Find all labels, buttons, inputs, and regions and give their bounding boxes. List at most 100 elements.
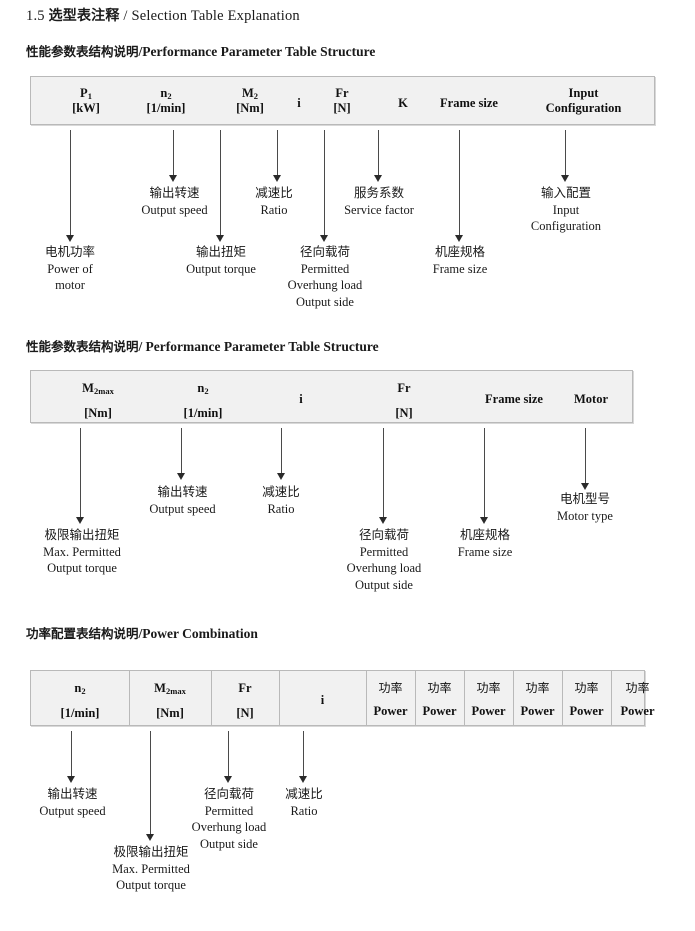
table1-col-fr-unit: [N]: [333, 100, 351, 115]
section-1-heading-cn: 性能参数表结构说明: [26, 44, 139, 59]
table1-col-n2: n2 [1/min]: [121, 87, 211, 114]
annotation-service-factor-cn: 服务系数: [353, 185, 404, 200]
annotation-motor-type-en: Motor type: [557, 508, 613, 523]
annotation-output-speed-1-en: Output speed: [141, 202, 208, 217]
annotation-ratio-3: 减速比 Ratio: [268, 786, 340, 819]
page-title: 1.5 选型表注释 / Selection Table Explanation: [26, 5, 300, 25]
annotation-overhung-load-2-cn: 径向载荷: [358, 527, 409, 542]
power-combination-table: n2 [1/min] M2max [Nm] Fr [N] i 功率 Power …: [30, 670, 655, 726]
annotation-overhung-load-2-en-2: Overhung load: [346, 561, 422, 575]
arrow-to-overhung-load: [320, 130, 329, 242]
annotation-power-of-motor-en-1: Power of: [47, 261, 93, 276]
table3-col-n2: n2 [1/min]: [31, 682, 129, 719]
annotation-max-permitted-output-torque-3: 极限输出扭矩 Max. Permitted Output torque: [92, 844, 210, 894]
annotation-ratio-1: 减速比 Ratio: [238, 185, 310, 218]
table1-col-input-config: Input Configuration: [521, 87, 646, 114]
annotation-power-of-motor: 电机功率 Power of motor: [20, 244, 120, 294]
annotation-overhung-load-2-en-3: Output side: [355, 577, 413, 592]
annotation-power-of-motor-en-2: motor: [55, 278, 85, 292]
arrow-to-overhung-load-2: [379, 428, 388, 524]
annotation-output-speed-2: 输出转速 Output speed: [126, 484, 239, 517]
arrow-to-max-permitted-output-torque-2: [76, 428, 85, 524]
table3-divider-7: [513, 671, 514, 725]
table1-col-m2-unit: [Nm]: [236, 100, 264, 115]
arrow-to-service-factor: [374, 130, 383, 182]
table3-col-n2-unit: [1/min]: [60, 705, 100, 720]
annotation-overhung-load-2-en-1: Permitted: [359, 544, 409, 559]
annotation-output-speed-2-cn: 输出转速: [157, 484, 208, 499]
annotation-max-permitted-output-torque-2-en-2: Output torque: [47, 561, 117, 575]
annotation-ratio-2: 减速比 Ratio: [245, 484, 317, 517]
arrow-to-frame-size-2: [480, 428, 489, 524]
annotation-output-speed-2-en: Output speed: [149, 501, 216, 516]
page-title-cn: 选型表注释: [48, 8, 120, 24]
annotation-max-permitted-output-torque-2-cn: 极限输出扭矩: [44, 527, 120, 542]
table1-col-frame-size: Frame size: [409, 97, 529, 112]
section-1-heading: 性能参数表结构说明/Performance Parameter Table St…: [26, 41, 375, 60]
table3-col-m2max: M2max [Nm]: [129, 682, 211, 719]
annotation-max-permitted-output-torque-3-cn: 极限输出扭矩: [113, 844, 189, 859]
table2-col-m2max-symbol: M2max: [82, 381, 114, 396]
annotation-ratio-1-cn: 减速比: [255, 185, 293, 200]
table3-col-power-4-en: Power: [520, 704, 555, 718]
page-title-separator: /: [123, 8, 128, 24]
annotation-max-permitted-output-torque-2-en-1: Max. Permitted: [43, 544, 121, 559]
table3-col-i-symbol: i: [320, 693, 325, 707]
annotation-input-configuration: 输入配置 Input Configuration: [509, 185, 623, 235]
annotation-overhung-load-2: 径向载荷 Permitted Overhung load Output side: [330, 527, 438, 593]
annotation-frame-size-1-en: Frame size: [432, 261, 488, 276]
annotation-max-permitted-output-torque-2: 极限输出扭矩 Max. Permitted Output torque: [23, 527, 141, 577]
annotation-overhung-load-1-en-2: Overhung load: [287, 278, 363, 292]
table1-col-i-symbol: i: [297, 96, 301, 110]
table3-col-power-2-en: Power: [422, 704, 457, 718]
table3-col-power-5-en: Power: [569, 704, 604, 718]
annotation-frame-size-2-en: Frame size: [457, 544, 513, 559]
table1-col-k: K: [358, 97, 448, 112]
annotation-power-of-motor-cn: 电机功率: [44, 244, 95, 259]
annotation-frame-size-1: 机座规格 Frame size: [405, 244, 515, 277]
annotation-overhung-load-3: 径向载荷 Permitted Overhung load Output side: [175, 786, 283, 852]
table3-col-power-3-cn: 功率: [476, 681, 501, 695]
section-2-heading: 性能参数表结构说明/ Performance Parameter Table S…: [26, 336, 379, 355]
table1-col-n2-unit: [1/min]: [146, 100, 186, 115]
table3-divider-6: [464, 671, 465, 725]
table3-col-power-4-cn: 功率: [525, 681, 550, 695]
table1-col-fr: Fr [N]: [299, 87, 385, 114]
table2-col-frame-size-label: Frame size: [485, 392, 543, 406]
annotation-service-factor: 服务系数 Service factor: [323, 185, 435, 218]
arrow-to-motor-type: [581, 428, 590, 490]
table1-col-k-symbol: K: [398, 96, 408, 110]
annotation-ratio-1-en: Ratio: [260, 202, 288, 217]
arrow-to-overhung-load-3: [224, 731, 233, 783]
section-3-heading-en: Power Combination: [142, 626, 258, 641]
table1-col-m2: M2 [Nm]: [207, 87, 293, 114]
arrow-to-frame-size: [455, 130, 464, 242]
table3-col-power-1-en: Power: [373, 704, 408, 718]
arrow-to-output-speed-3: [67, 731, 76, 783]
table2-col-fr: Fr [N]: [349, 382, 459, 419]
table2-col-fr-symbol: Fr: [397, 381, 411, 395]
annotation-ratio-2-cn: 减速比: [262, 484, 300, 499]
section-3-heading-cn: 功率配置表结构说明: [26, 626, 139, 641]
annotation-max-permitted-output-torque-3-en-2: Output torque: [116, 878, 186, 892]
arrow-to-max-permitted-output-torque-3: [146, 731, 155, 841]
section-2-heading-en: Performance Parameter Table Structure: [145, 339, 379, 354]
table3-col-n2-symbol: n2: [74, 681, 86, 696]
section-3-heading: 功率配置表结构说明/Power Combination: [26, 623, 258, 642]
table2-col-m2max: M2max [Nm]: [43, 382, 153, 419]
table3-col-power-6-cn: 功率: [625, 681, 650, 695]
annotation-input-configuration-en-2: Configuration: [530, 219, 602, 233]
annotation-output-torque-en: Output torque: [186, 261, 256, 276]
table1-col-frame-size-label: Frame size: [440, 96, 498, 110]
page-title-en: Selection Table Explanation: [131, 8, 300, 24]
table3-col-i: i: [279, 694, 366, 709]
table3-col-power-5-cn: 功率: [574, 681, 599, 695]
annotation-frame-size-1-cn: 机座规格: [434, 244, 485, 259]
table3-col-fr-unit: [N]: [236, 705, 254, 720]
section-2-heading-sep: /: [138, 339, 143, 354]
table3-divider-5: [415, 671, 416, 725]
arrow-to-ratio-2: [277, 428, 286, 480]
table3-divider-4: [366, 671, 367, 725]
table3-col-power-5: 功率 Power: [562, 682, 611, 718]
table2-col-i: i: [246, 393, 356, 408]
